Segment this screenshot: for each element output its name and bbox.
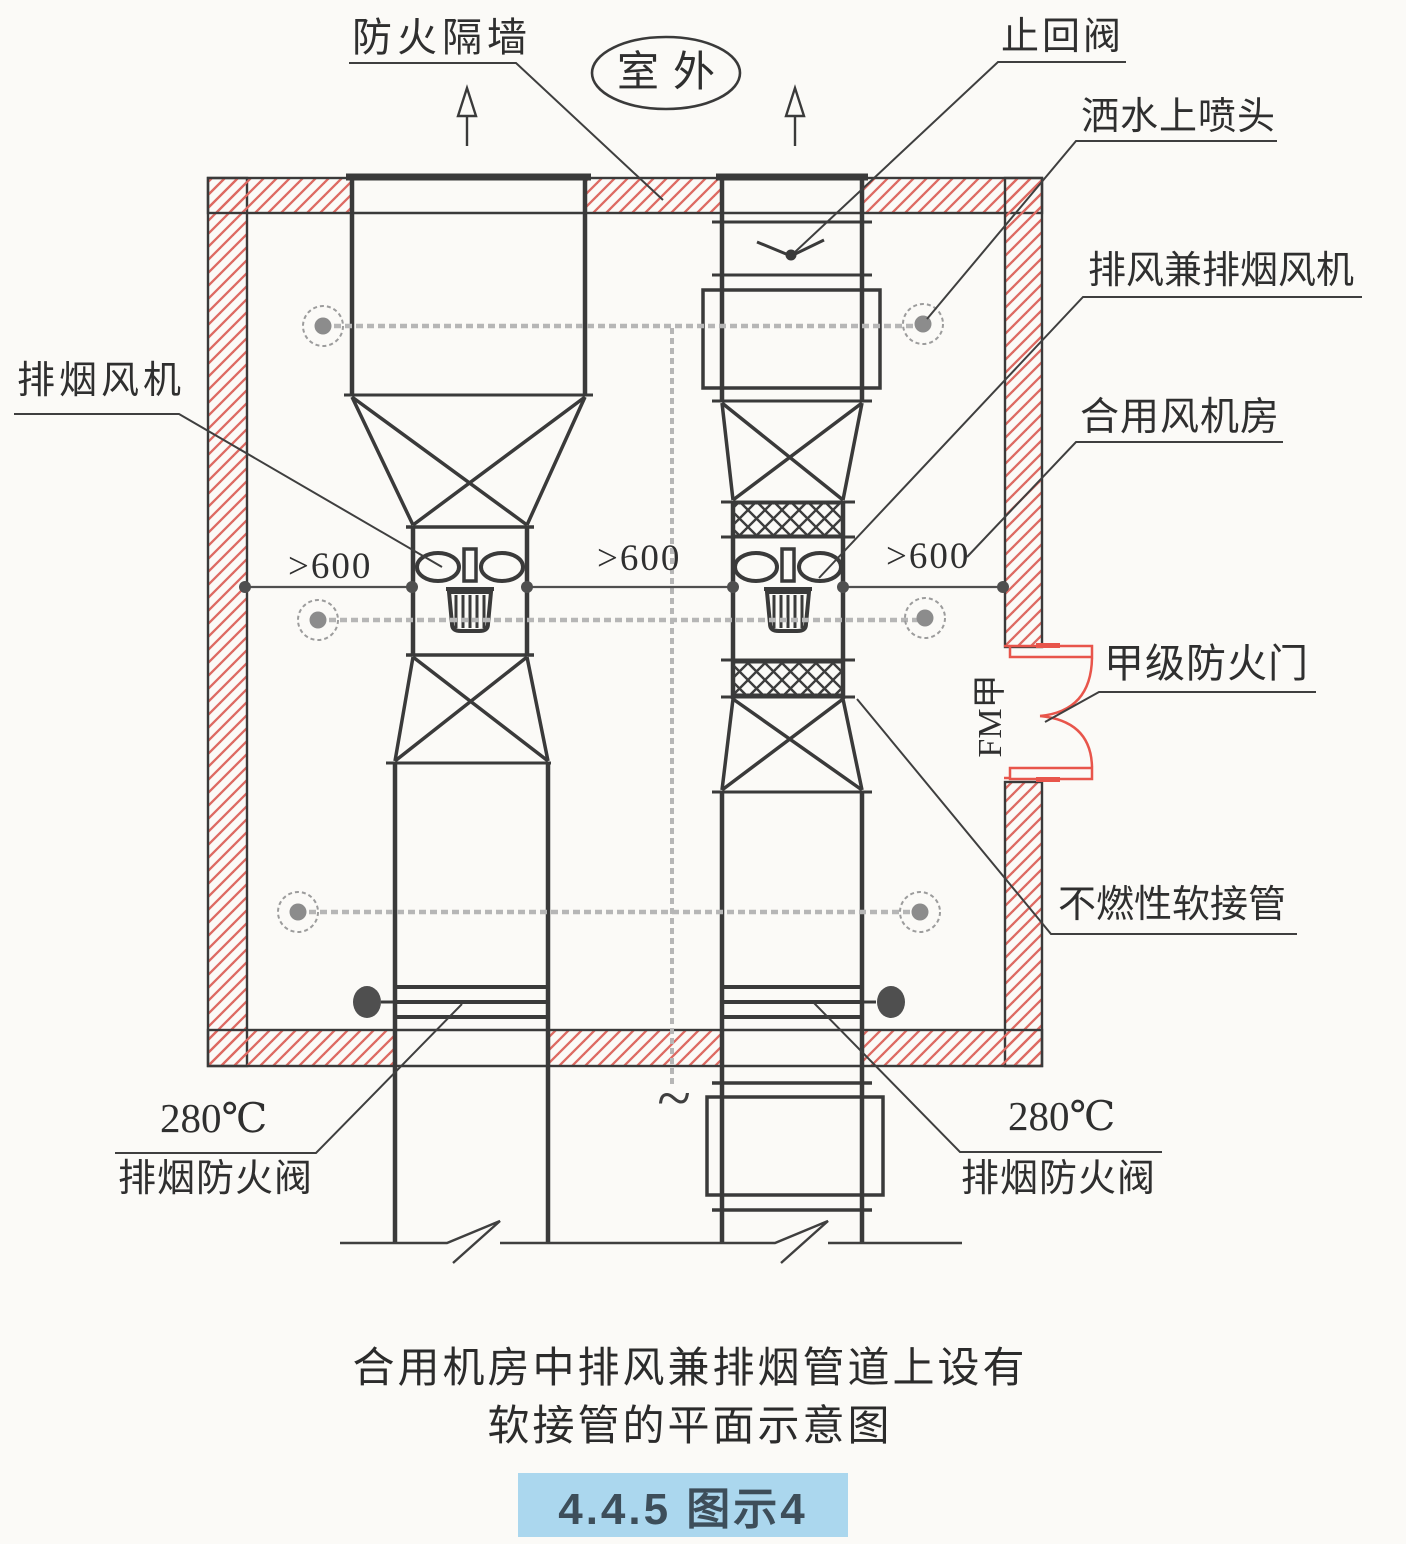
sprinkler-head-icon <box>277 891 319 933</box>
wall-edge-lines <box>352 211 862 1068</box>
wall-bottom-c <box>860 1028 1044 1068</box>
outdoor-label: 室外 <box>616 50 730 96</box>
smoke-fire-damper-left <box>353 985 548 1019</box>
wall-top-a <box>206 176 354 215</box>
leader-shared-fan-room <box>966 441 1283 558</box>
damper-name-left-label: 排烟防火阀 <box>118 1158 314 1200</box>
leader-fire-partition-wall <box>349 62 664 201</box>
check-valve-symbol <box>756 238 825 261</box>
sprinkler-head-icon <box>904 597 946 639</box>
outdoor-bubble <box>590 35 742 111</box>
sprinkler-head-icon <box>302 305 344 347</box>
figure-number-badge: 4.4.5 图示4 <box>518 1473 848 1537</box>
leader-lines <box>14 61 1362 1154</box>
flexible-connector-label: 不燃性软接管 <box>1058 884 1287 926</box>
leader-sprinkler <box>926 140 1277 320</box>
class-a-fire-door-label: 甲级防火门 <box>1104 641 1309 686</box>
leader-damper-left <box>115 1003 463 1154</box>
shared-fan-room-label: 合用风机房 <box>1080 396 1281 439</box>
duct-box <box>705 1095 885 1197</box>
sprinkler-upright-label: 洒水上喷头 <box>1081 96 1277 138</box>
wall-right-lower <box>1003 780 1044 1068</box>
leader-check-valve <box>794 61 1126 253</box>
smoke-fan-label: 排烟风机 <box>17 360 186 402</box>
duct-break-line <box>340 1219 962 1264</box>
wall-bottom-a <box>206 1028 397 1068</box>
smoke-fire-damper-right <box>722 985 905 1019</box>
drawing-title-line1: 合用机房中排风兼排烟管道上设有 <box>352 1346 1028 1392</box>
smoke-fan-symbol <box>415 547 525 633</box>
leader-smoke-fan <box>14 413 443 568</box>
wall-top-b <box>583 176 724 215</box>
damper-temp-right-label: 280℃ <box>1008 1093 1116 1139</box>
sprinkler-head-icon <box>899 891 941 933</box>
damper-temp-left-label: 280℃ <box>160 1095 268 1141</box>
fire-door-symbol <box>1004 643 1094 782</box>
check-valve-label: 止回阀 <box>1001 16 1125 58</box>
fan-room-walls <box>206 176 1044 1068</box>
sprinkler-heads <box>277 303 946 933</box>
fire-door-mark-label: FM甲 <box>972 674 1009 758</box>
flex-band-upper <box>731 501 845 538</box>
sprinkler-piping <box>298 323 925 1085</box>
exhaust-smoke-fan-label: 排风兼排烟风机 <box>1088 250 1355 292</box>
flexible-connector-bands <box>731 501 845 697</box>
sprinkler-head-icon <box>902 303 944 345</box>
flex-band-lower <box>731 660 845 697</box>
leader-exhaust-smoke-fan <box>818 296 1362 579</box>
wall-left <box>206 176 249 1068</box>
airflow-arrow-right <box>784 84 806 146</box>
sprinkler-head-icon <box>297 599 339 641</box>
figure-number-text: 4.4.5 图示4 <box>558 1485 808 1534</box>
wall-right-upper <box>1003 176 1044 649</box>
exhaust-fan-symbol <box>733 547 843 633</box>
dimension-lines <box>239 581 1009 593</box>
left-duct <box>344 173 593 1243</box>
right-duct <box>701 173 885 1243</box>
drawing-title-line2: 软接管的平面示意图 <box>487 1404 893 1450</box>
fan-housing <box>701 288 882 390</box>
leader-damper-right <box>813 1002 1162 1153</box>
wall-bottom-b <box>546 1028 724 1068</box>
leader-flexible-connector <box>856 698 1297 935</box>
damper-name-right-label: 排烟防火阀 <box>961 1158 1157 1200</box>
dim-label-right: >600 <box>886 536 971 577</box>
airflow-arrow-left <box>456 84 478 146</box>
dim-label-left: >600 <box>288 546 373 587</box>
leader-fire-door <box>1044 691 1316 723</box>
riser-tilde-symbol: ~ <box>657 1065 691 1133</box>
fire-partition-wall-label: 防火隔墙 <box>352 15 532 60</box>
dim-label-middle: >600 <box>597 538 682 579</box>
